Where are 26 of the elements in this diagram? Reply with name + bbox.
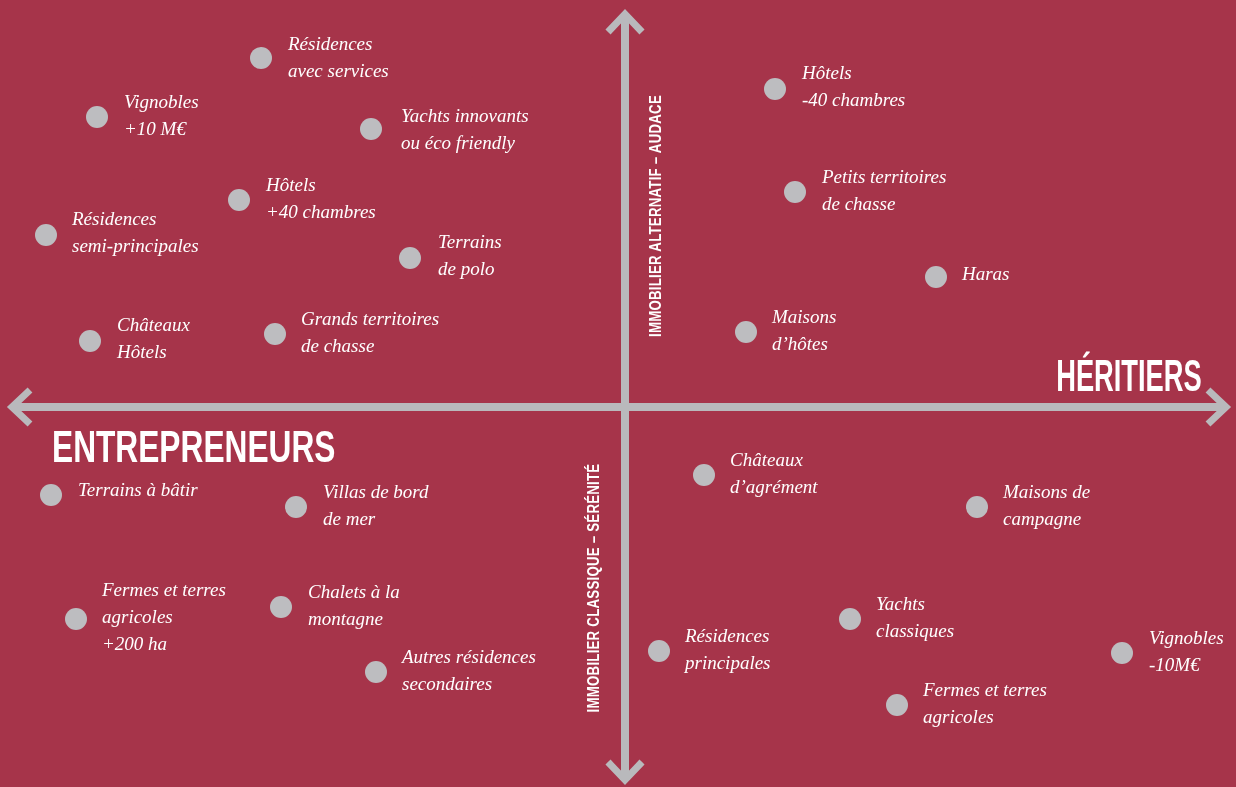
item-label: Hôtels +40 chambres: [266, 173, 376, 224]
axis-label: IMMOBILIER ALTERNATIF – AUDACE: [646, 95, 666, 337]
item-label: Fermes et terres agricoles +200 ha: [102, 578, 226, 656]
item-label: Résidences principales: [685, 624, 771, 675]
item-label: Fermes et terres agricoles: [923, 678, 1047, 729]
item-label: Terrains à bâtir: [78, 478, 198, 502]
item-label: Chalets à la montagne: [308, 580, 400, 631]
item-label: Grands territoires de chasse: [301, 307, 440, 358]
item-label: Petits territoires de chasse: [822, 165, 947, 216]
item-label: Maisons de campagne: [1003, 480, 1091, 531]
item-label: Villas de bord de mer: [323, 480, 429, 531]
item-label: Vignobles +10 M€: [124, 90, 199, 141]
item-label: Vignobles -10M€: [1149, 626, 1224, 677]
item-label: Autres résidences secondaires: [402, 645, 536, 696]
item-label: Châteaux d’agrément: [730, 448, 818, 499]
item-label: Hôtels -40 chambres: [802, 61, 906, 112]
item-label: Haras: [962, 262, 1010, 286]
item-label: Résidences semi-principales: [72, 207, 199, 258]
item-label: Résidences avec services: [288, 32, 389, 83]
item-label: Yachts classiques: [876, 592, 955, 643]
item-label: Terrains de polo: [438, 230, 502, 281]
item-label: Maisons d’hôtes: [772, 305, 837, 356]
item-label: Châteaux Hôtels: [117, 313, 190, 364]
item-label: Yachts innovants ou éco friendly: [401, 104, 529, 155]
axis-label: IMMOBILIER CLASSIQUE – SÉRÉNITÉ: [584, 463, 604, 713]
axis-heading: ENTREPRENEURS: [52, 425, 336, 469]
